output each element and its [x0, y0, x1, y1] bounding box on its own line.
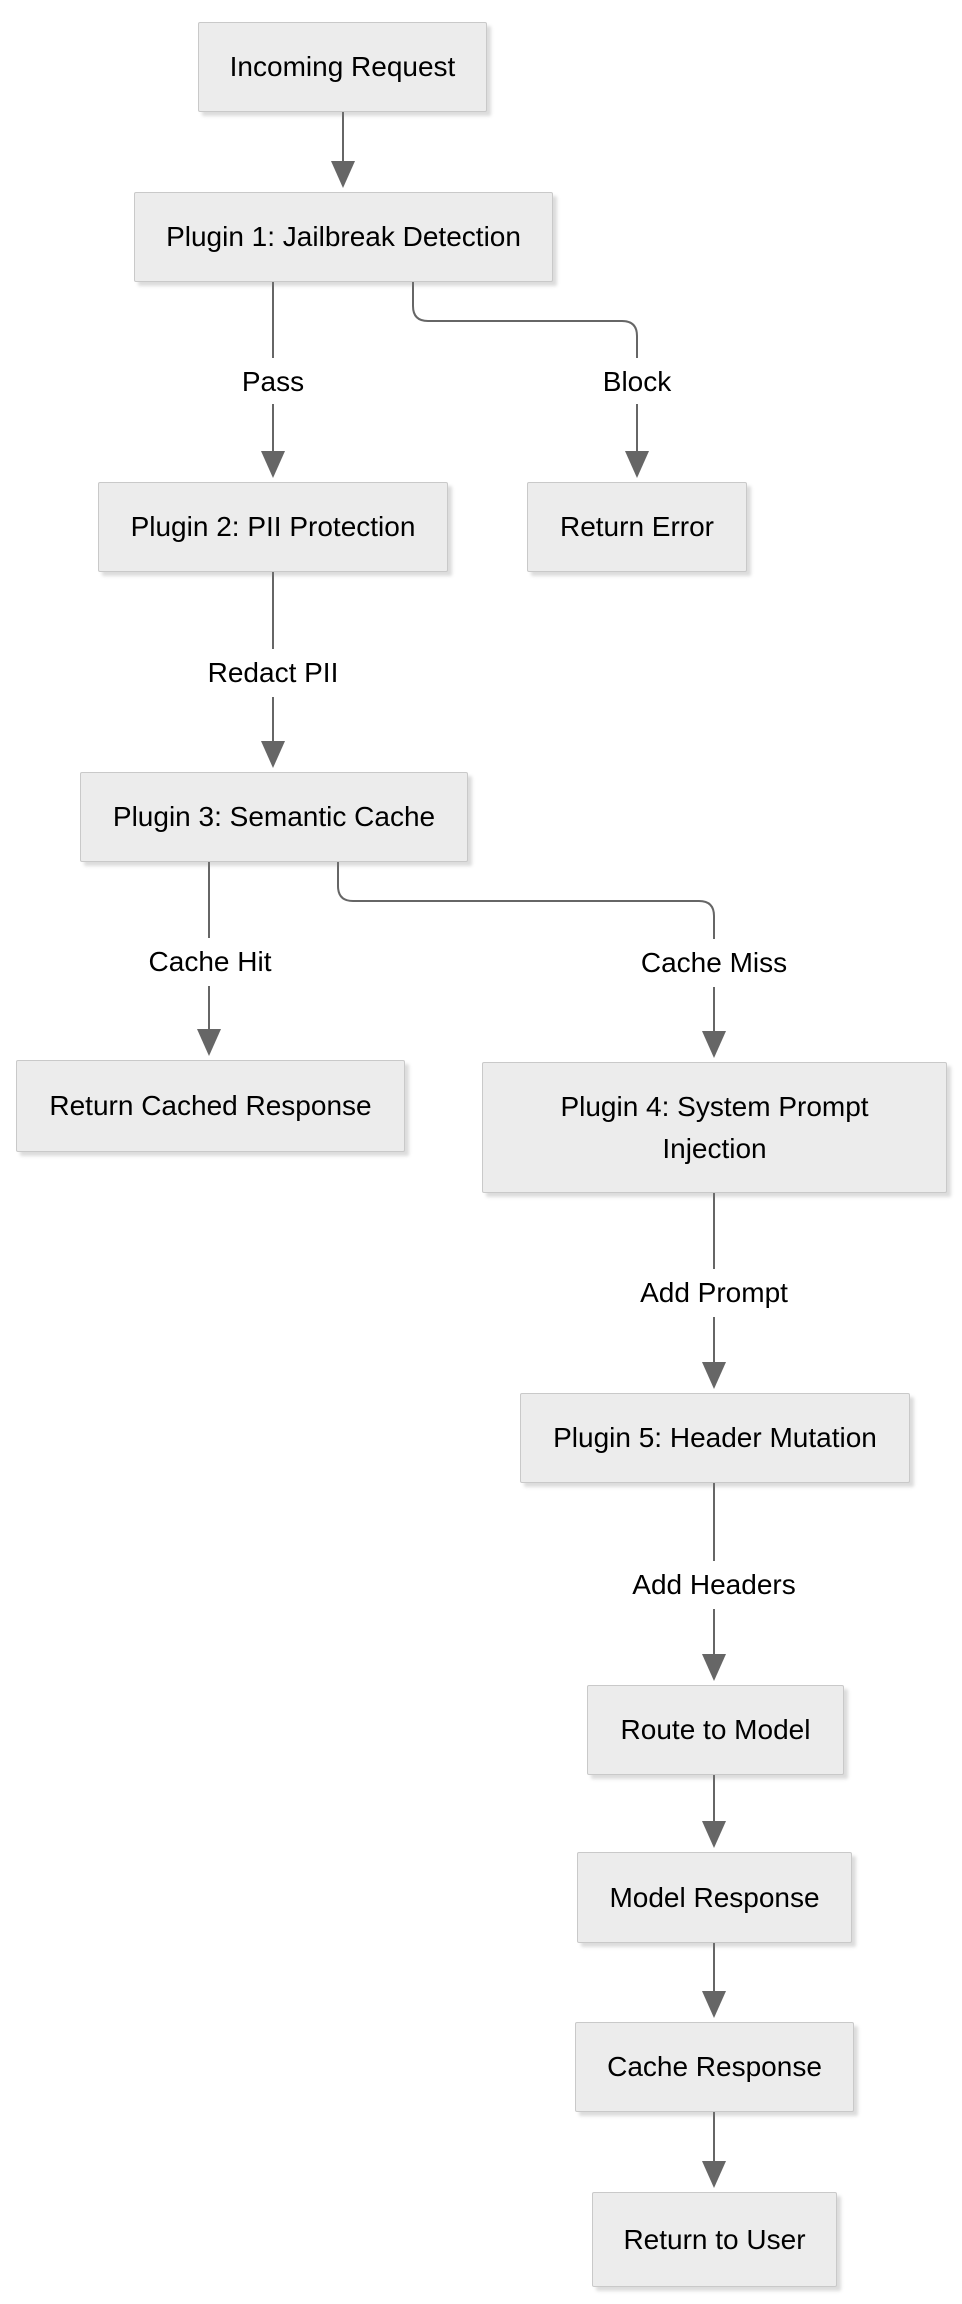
edge-label-pass: Pass — [237, 366, 309, 398]
node-plugin2-pii-protection: Plugin 2: PII Protection — [98, 482, 448, 572]
edge-route-to-model-response — [702, 1775, 726, 1848]
node-plugin5-header-mutation: Plugin 5: Header Mutation — [520, 1393, 910, 1483]
node-return-to-user: Return to User — [592, 2192, 837, 2287]
node-route-to-model: Route to Model — [587, 1685, 844, 1775]
edge-label-cache-hit: Cache Hit — [144, 946, 276, 978]
edge-label-redact-pii: Redact PII — [203, 657, 343, 689]
edge-incoming-to-plugin1 — [331, 112, 355, 188]
node-return-cached-response: Return Cached Response — [16, 1060, 405, 1152]
edge-label-add-headers: Add Headers — [628, 1569, 800, 1601]
edge-label-add-prompt: Add Prompt — [636, 1277, 792, 1309]
node-model-response: Model Response — [577, 1852, 852, 1943]
node-incoming-request: Incoming Request — [198, 22, 487, 112]
node-plugin3-semantic-cache: Plugin 3: Semantic Cache — [80, 772, 468, 862]
edge-model-response-to-cache-response — [702, 1943, 726, 2018]
node-plugin1-jailbreak-detection: Plugin 1: Jailbreak Detection — [134, 192, 553, 282]
node-cache-response: Cache Response — [575, 2022, 854, 2112]
node-plugin4-system-prompt-injection: Plugin 4: System Prompt Injection — [482, 1062, 947, 1193]
edge-label-block: Block — [598, 366, 676, 398]
edge-label-cache-miss: Cache Miss — [636, 947, 792, 979]
edge-cache-response-to-return-user — [702, 2112, 726, 2188]
node-return-error: Return Error — [527, 482, 747, 572]
